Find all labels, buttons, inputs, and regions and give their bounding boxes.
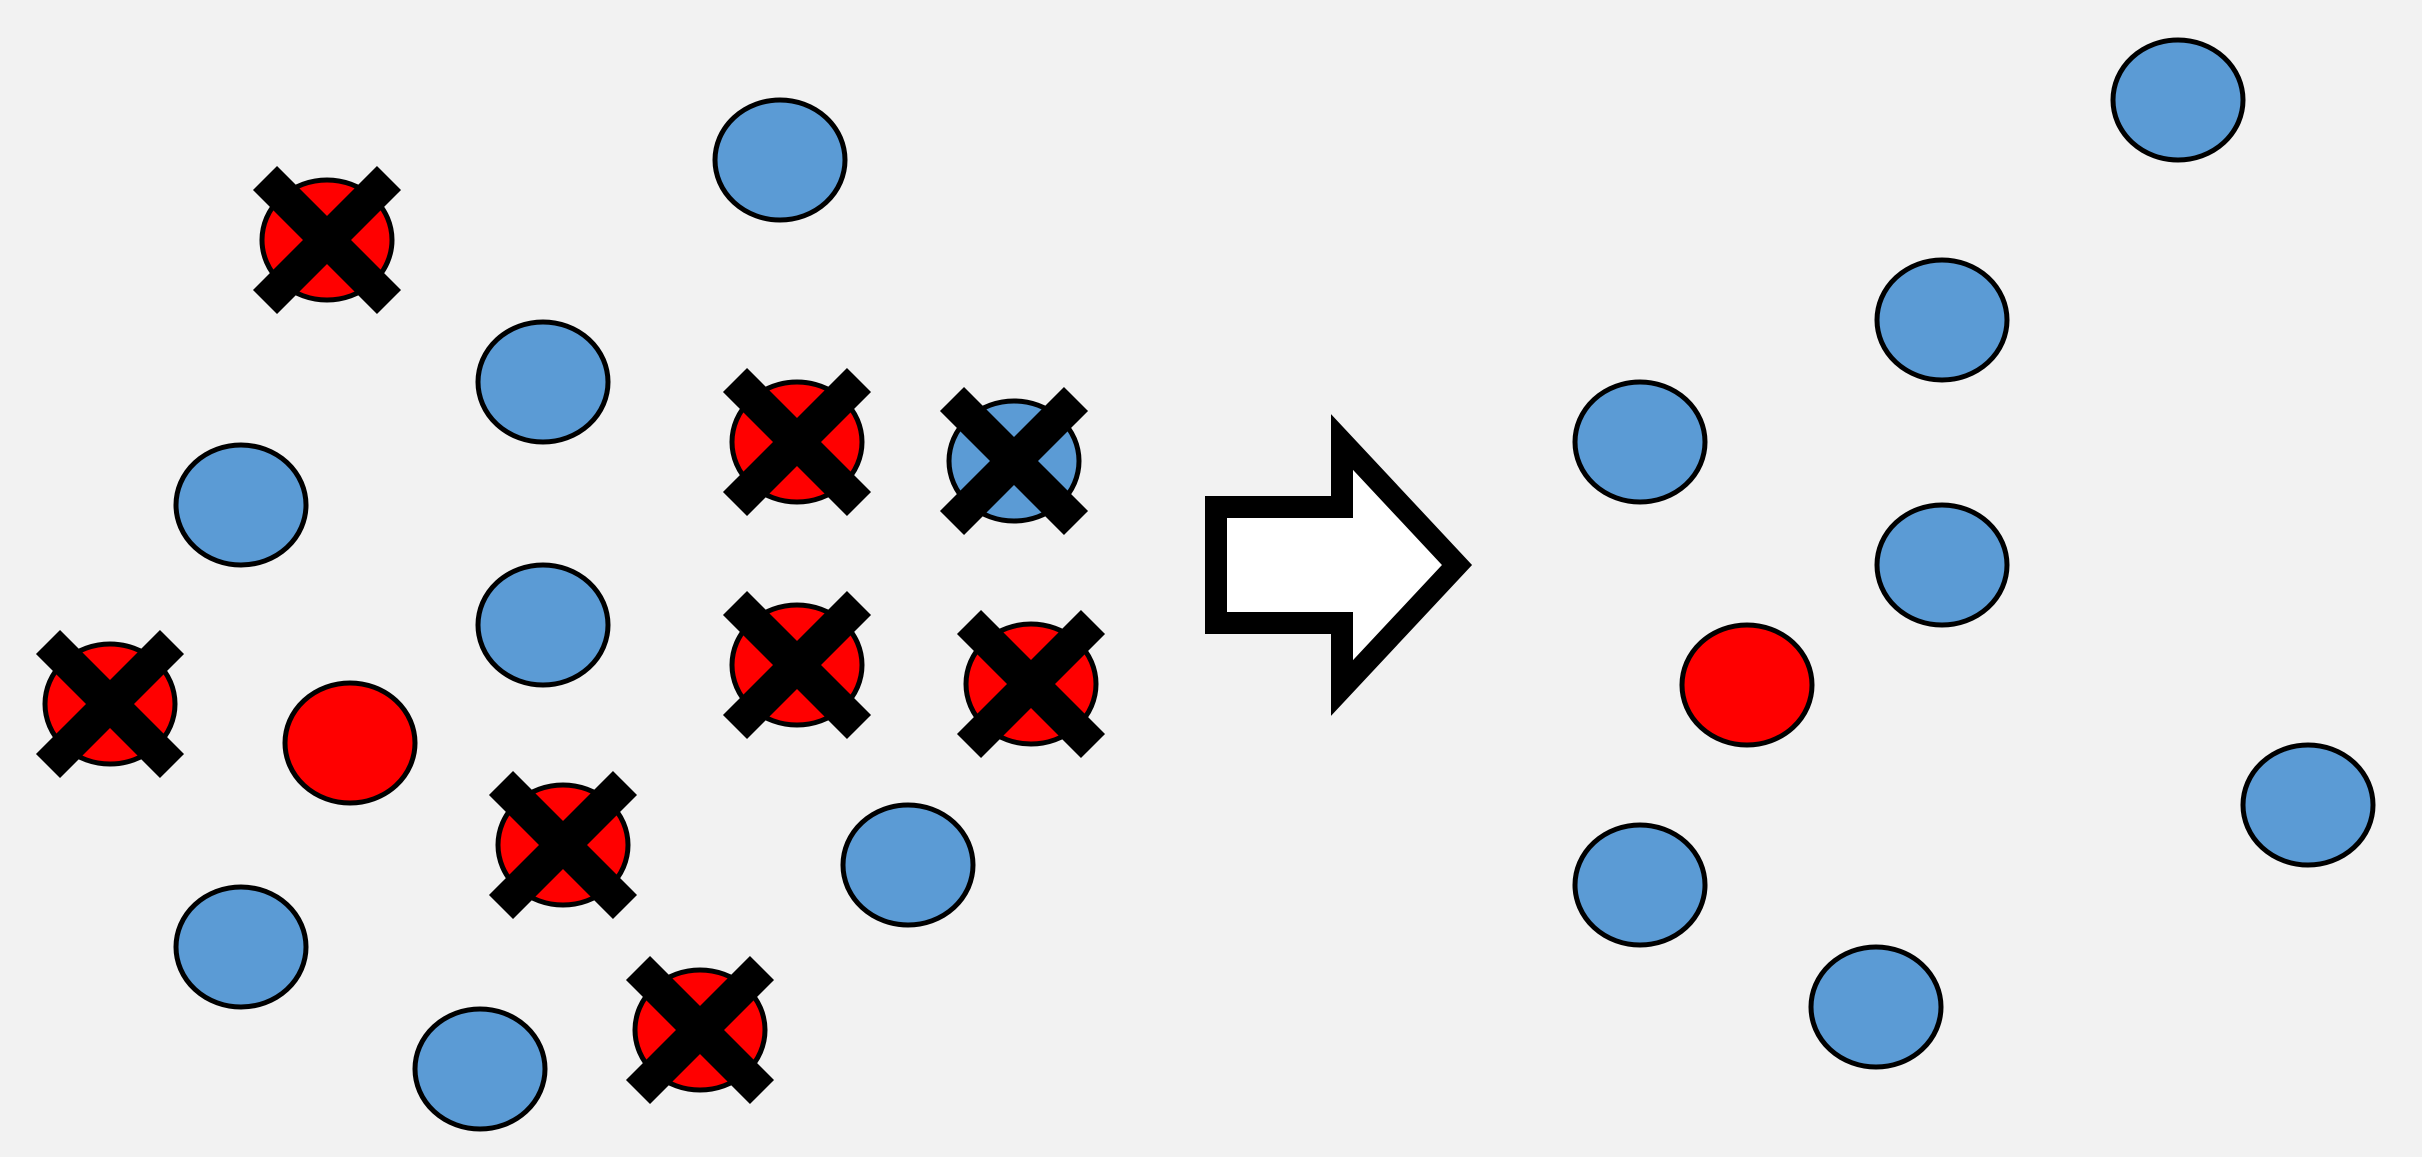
transition-arrow [1205,414,1473,716]
majority-point [475,319,611,445]
majority-point [475,562,611,688]
right-arrow-icon [1205,414,1473,716]
majority-point [2110,37,2246,163]
minority-point [282,680,418,806]
majority-point [412,1006,548,1132]
majority-point [1572,822,1708,948]
x-mark-icon [625,955,775,1105]
x-mark-icon [722,590,872,740]
x-mark-icon [956,609,1106,759]
majority-point [1808,944,1944,1070]
before-points-group [35,97,1106,1132]
x-mark-icon [252,165,402,315]
majority-point [1572,379,1708,505]
majority-point [173,442,309,568]
majority-point [840,802,976,928]
x-mark-icon [722,367,872,517]
majority-point [173,884,309,1010]
majority-point [2240,742,2376,868]
x-mark-icon [488,770,638,920]
majority-point [1874,502,2010,628]
x-mark-icon [35,629,185,779]
x-mark-icon [939,386,1089,536]
majority-point [712,97,848,223]
after-points-group [1572,37,2376,1070]
minority-point [1679,622,1815,748]
majority-point [1874,257,2010,383]
